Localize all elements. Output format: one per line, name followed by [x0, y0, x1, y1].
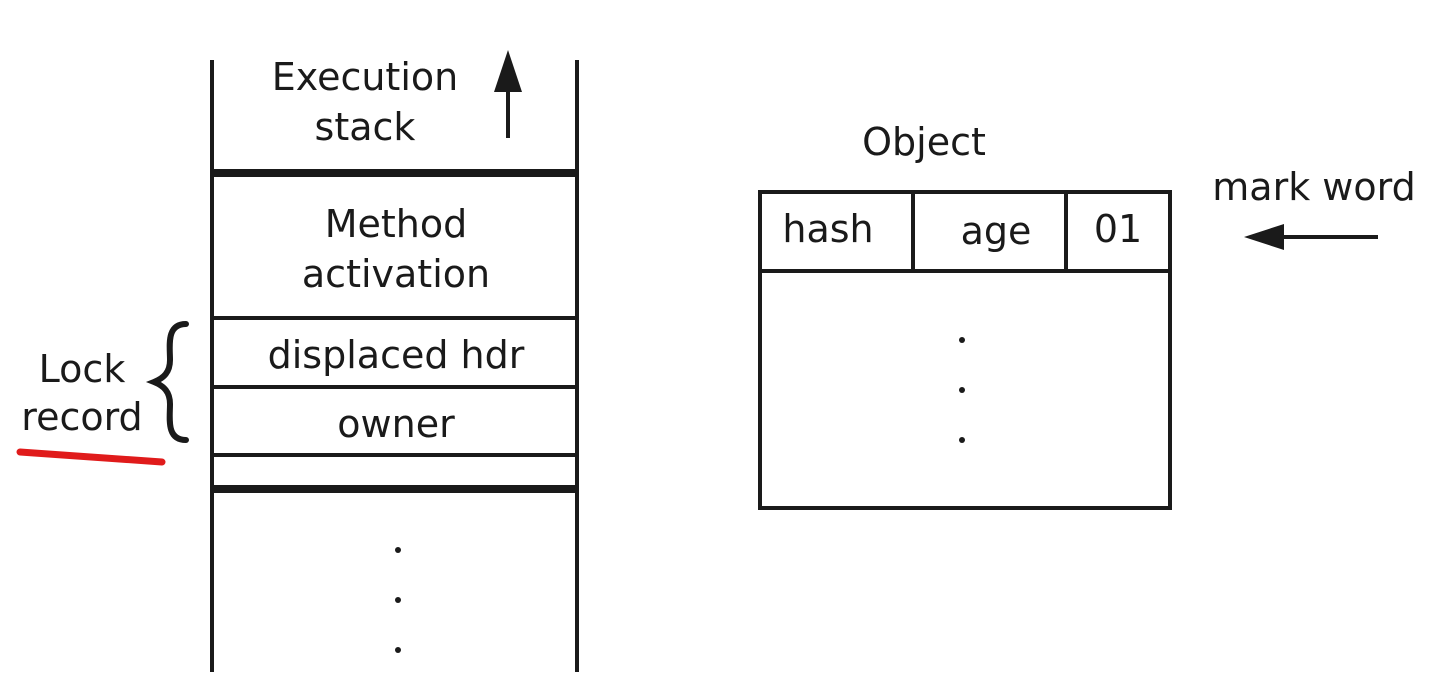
mark-word-arrow-icon [1244, 224, 1378, 250]
object-box: Object hash age 01 [758, 120, 1172, 510]
object-outline [758, 190, 1172, 510]
execution-stack: Execution stack Method activation displa… [210, 50, 579, 672]
method-label-line1: Method [325, 202, 468, 246]
execution-label-line2: stack [315, 105, 416, 149]
mark-word-label: mark word [1212, 165, 1415, 209]
displaced-hdr-cell: displaced hdr [268, 333, 525, 377]
lock-record-underline [16, 448, 166, 466]
lock-record-annotation: Lock record [16, 321, 189, 466]
lock-record-brace-icon [145, 321, 189, 443]
lock-record-label-line1: Lock [39, 347, 126, 391]
lock-bits-cell: 01 [1094, 207, 1142, 251]
lock-record-label-line2: record [21, 395, 142, 439]
stack-continuation-dots [395, 547, 401, 653]
age-cell: age [961, 209, 1032, 253]
object-continuation-dots [959, 337, 965, 443]
owner-cell: owner [337, 402, 455, 446]
mark-word-annotation: mark word [1212, 165, 1416, 250]
object-title: Object [862, 120, 986, 164]
hash-cell: hash [782, 207, 873, 251]
method-label-line2: activation [302, 252, 490, 296]
stack-growth-arrow-icon [494, 50, 522, 138]
execution-label-line1: Execution [272, 55, 458, 99]
